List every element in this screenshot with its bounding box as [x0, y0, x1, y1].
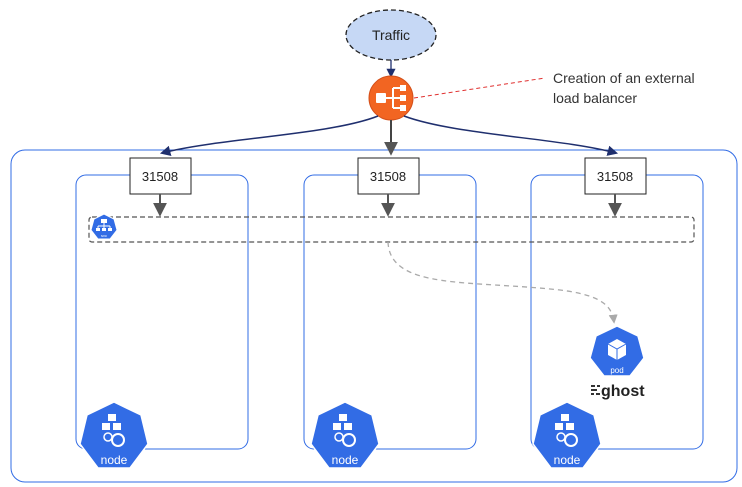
cluster-boundary — [10, 149, 738, 483]
node-icon-2: node — [310, 401, 380, 469]
load-balancer-icon — [368, 75, 414, 121]
service-band — [88, 216, 695, 243]
ghost-logo: ghost — [591, 383, 645, 400]
node-icon-1: node — [79, 401, 149, 469]
ghost-wordmark: ghost — [601, 383, 645, 400]
nodeport-box-1: 31508 — [129, 157, 192, 195]
service-icon: svc — [90, 213, 118, 240]
nodeport-label-2: 31508 — [370, 169, 406, 184]
annotation-line-1: Creation of an external — [553, 70, 695, 86]
node-icon-3: node — [532, 401, 602, 469]
lb-arrow-left — [159, 115, 379, 156]
pod-icon: pod — [589, 325, 645, 377]
nodeport-label-3: 31508 — [597, 169, 633, 184]
traffic-source: Traffic — [345, 9, 437, 61]
traffic-label: Traffic — [372, 27, 410, 43]
service-to-pod-route — [387, 241, 618, 324]
pod-label: pod — [610, 366, 623, 375]
annotation-line-2: load balancer — [553, 90, 637, 106]
node-label-2: node — [332, 453, 359, 467]
nodeport-box-3: 31508 — [584, 157, 647, 195]
lb-arrow-right — [403, 115, 619, 156]
nodeport-label-1: 31508 — [142, 169, 178, 184]
node-label-3: node — [554, 453, 581, 467]
service-label: svc — [101, 233, 107, 238]
node-label-1: node — [101, 453, 128, 467]
nodeport-box-2: 31508 — [357, 157, 420, 195]
annotation-connector — [413, 77, 546, 99]
node-box-2 — [303, 174, 477, 450]
